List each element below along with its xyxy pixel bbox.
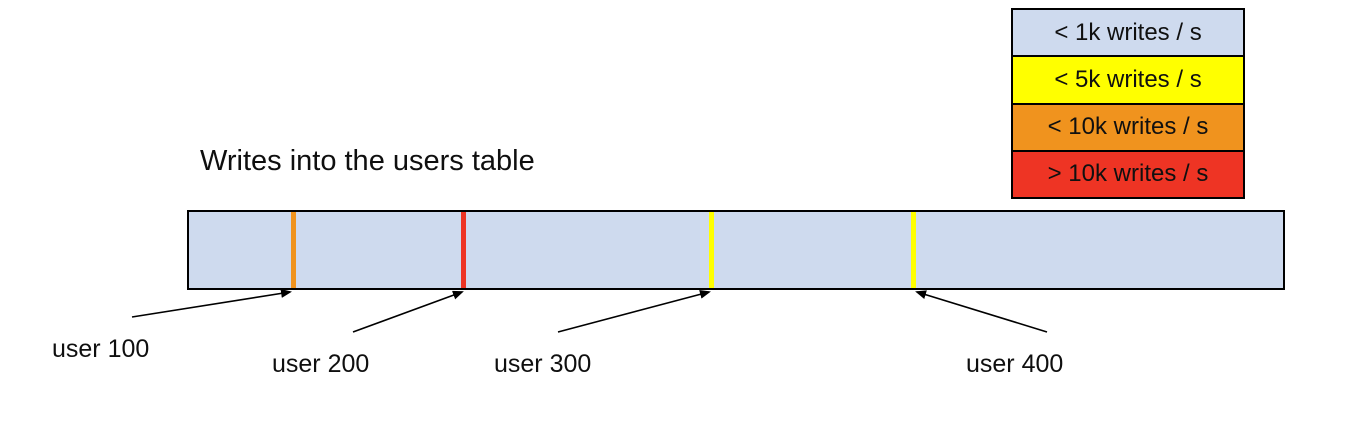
- legend-item-label: < 1k writes / s: [1054, 18, 1202, 46]
- legend-item-lt-10k: < 10k writes / s: [1013, 104, 1243, 152]
- user-label-4: user 400: [966, 350, 1064, 378]
- legend-item-label: < 5k writes / s: [1054, 65, 1202, 93]
- arrow-4: [915, 290, 1048, 333]
- users-table-bar: [187, 210, 1285, 290]
- legend-item-gt-10k: > 10k writes / s: [1013, 151, 1243, 197]
- user-label-1: user 100: [52, 335, 150, 363]
- diagram-title: Writes into the users table: [200, 145, 535, 177]
- legend-item-label: < 10k writes / s: [1047, 113, 1209, 141]
- write-rate-stripe-4: [911, 212, 916, 288]
- legend-item-lt-5k: < 5k writes / s: [1013, 57, 1243, 105]
- arrow-2: [352, 290, 464, 333]
- legend-item-lt-1k: < 1k writes / s: [1013, 10, 1243, 58]
- user-label-3: user 300: [494, 350, 592, 378]
- arrow-1: [131, 288, 292, 318]
- write-rate-stripe-3: [709, 212, 714, 288]
- write-rate-stripe-2: [461, 212, 466, 288]
- write-rate-stripe-1: [291, 212, 296, 288]
- legend-item-label: > 10k writes / s: [1047, 160, 1209, 188]
- user-label-2: user 200: [272, 350, 370, 378]
- legend: < 1k writes / s < 5k writes / s < 10k writ…: [1011, 8, 1245, 199]
- arrow-3: [557, 289, 711, 333]
